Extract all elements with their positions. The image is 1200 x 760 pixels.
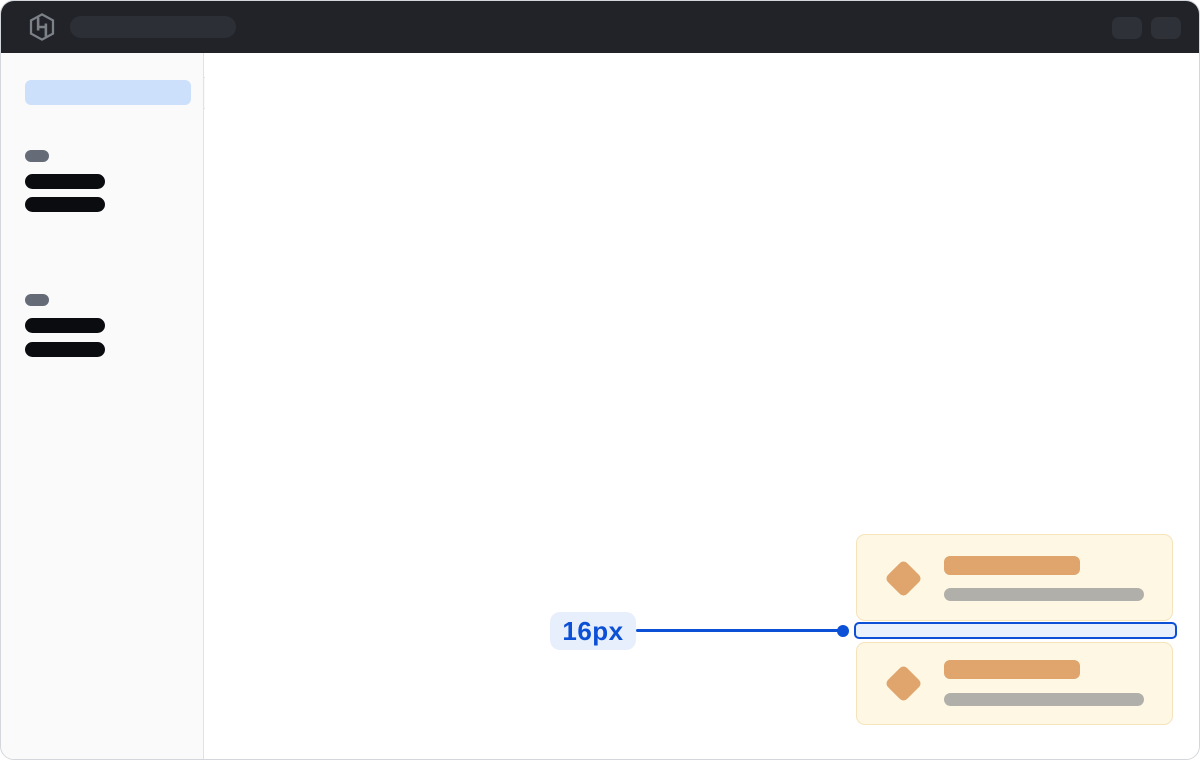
- topbar-actions: [1112, 17, 1181, 39]
- sidebar-item-skeleton[interactable]: [25, 197, 105, 212]
- sidebar-active-item-skeleton[interactable]: [25, 80, 191, 105]
- topbar-action-skeleton-1[interactable]: [1112, 17, 1142, 39]
- annotation-connector-dot: [837, 625, 849, 637]
- annotation-connector-line: [636, 629, 843, 632]
- spacing-gap-highlight: [854, 622, 1177, 639]
- topbar: [1, 1, 1199, 53]
- sidebar-item-skeleton[interactable]: [25, 174, 105, 189]
- card-subtitle-skeleton: [944, 588, 1144, 601]
- example-card-1: [856, 534, 1173, 621]
- diamond-icon: [884, 559, 923, 598]
- hashicorp-logo-icon[interactable]: [28, 13, 56, 41]
- card-subtitle-skeleton: [944, 693, 1144, 706]
- topbar-action-skeleton-2[interactable]: [1151, 17, 1181, 39]
- diamond-icon: [884, 664, 923, 703]
- spacing-value-badge: 16px: [550, 612, 636, 650]
- sidebar: [1, 53, 204, 759]
- sidebar-section-label-skeleton: [25, 294, 49, 306]
- card-title-skeleton: [944, 556, 1080, 575]
- example-card-2: [856, 642, 1173, 725]
- global-search-skeleton[interactable]: [70, 16, 236, 38]
- sidebar-item-skeleton[interactable]: [25, 342, 105, 357]
- sidebar-section-label-skeleton: [25, 150, 49, 162]
- sidebar-item-skeleton[interactable]: [25, 318, 105, 333]
- card-title-skeleton: [944, 660, 1080, 679]
- main-content: [205, 53, 1199, 759]
